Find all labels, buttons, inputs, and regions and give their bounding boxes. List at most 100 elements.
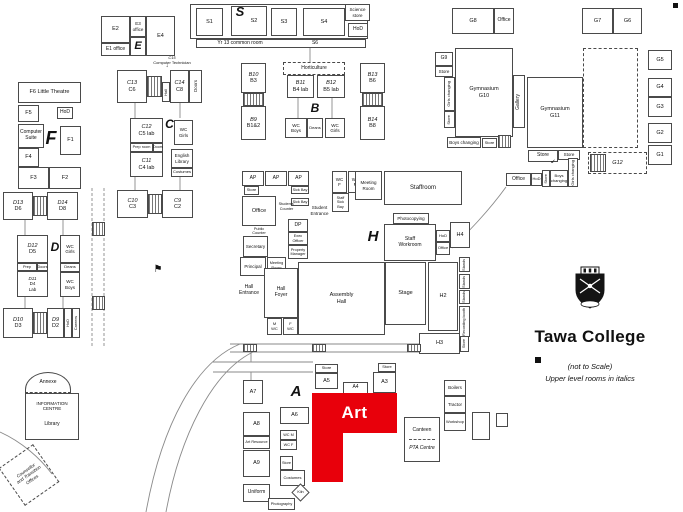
room-store-admin: Store [244, 186, 259, 195]
stairs-d13 [33, 196, 47, 216]
room-a9: A9 [243, 450, 270, 477]
room-deans-d: Deans [60, 263, 80, 272]
college-title: Tawa College [534, 327, 646, 346]
label-library: Library [44, 421, 60, 428]
room-hod-d: HoD [64, 308, 72, 338]
art-highlight-label: Art [341, 403, 368, 422]
room-g4: G4 [648, 78, 672, 97]
room-a6: A6 [280, 407, 309, 424]
room-stands-3: Stands [459, 290, 470, 304]
block-letter-b: B [310, 101, 320, 116]
stairs-g12 [590, 154, 606, 172]
room-stands-1: Stands [459, 257, 470, 272]
room-a8: A8 [243, 412, 270, 436]
room-g7: G7 [582, 8, 613, 34]
room-a7: A7 [243, 380, 263, 404]
room-costumes-a: Costumes [280, 470, 305, 486]
room-store-a5: Store [315, 364, 338, 373]
room-doors-d: Doors [37, 263, 48, 271]
room-store-g10: Store [444, 111, 455, 128]
room-g3: G3 [648, 97, 672, 117]
label-s6: S6 [311, 39, 319, 46]
room-stands-2: Stands [459, 274, 470, 289]
room-store-a: Store [280, 456, 293, 470]
room-workshop: Workshop [444, 413, 466, 431]
art-highlight[interactable]: Art [312, 393, 397, 433]
room-e4: E4 [146, 16, 175, 56]
room-s3: S3 [271, 8, 297, 36]
stairs-c10 [148, 194, 162, 214]
block-letter-c: C [165, 116, 174, 131]
room-a5: A5 [315, 373, 338, 389]
room-g8-office: Office [494, 8, 514, 34]
room-horticulture: Horticulture [283, 62, 345, 75]
g-dashed-area [583, 48, 638, 148]
room-g2: G2 [648, 123, 672, 143]
room-principal: Principal [240, 257, 266, 276]
room-wc-f-a: WC F [280, 440, 297, 450]
room-f1: F1 [60, 126, 81, 155]
stairs-d10 [33, 312, 47, 334]
outbuilding-2 [496, 413, 508, 427]
room-uniform: Uniform [243, 484, 270, 502]
room-f5: F5 [18, 105, 39, 122]
canteen-divider [409, 439, 435, 440]
room-ap-3: AP [288, 171, 309, 186]
label-yr13-common-room: Yr 13 common room [217, 39, 263, 46]
room-s-hod: HoD [348, 23, 368, 37]
room-store-h3: Store [460, 335, 469, 352]
room-ap-2: AP [265, 171, 287, 186]
block-letter-f: F [45, 127, 57, 148]
room-f6-little-theatre: F6 Little Theatre [18, 82, 81, 103]
marker-2 [535, 357, 541, 363]
room-hod-h: HoD [436, 230, 450, 242]
room-office-admin: Office [242, 196, 276, 226]
room-ap-1: AP [242, 171, 264, 186]
art-highlight-extension[interactable] [312, 433, 343, 482]
room-deans-b: Deans [307, 118, 323, 138]
room-photocopying: Photocopying [393, 213, 429, 224]
path-steps-3 [407, 344, 421, 352]
note-not-to-scale: (not to Scale) [567, 362, 613, 371]
flagpole-icon: ⚑ [153, 264, 163, 276]
room-g1: G1 [648, 145, 672, 165]
room-s2 [231, 6, 267, 36]
room-prep-room-c: Prep room [130, 143, 153, 152]
room-doors-c: Doors [153, 143, 163, 152]
room-store-a3: Store [378, 363, 396, 372]
room-g9-store: Store [435, 66, 453, 77]
room-boys-changing-g10: Boys changing [447, 137, 481, 148]
room-hall-v: Hall [162, 82, 170, 102]
block-letter-h: H [367, 228, 379, 246]
block-letter-d: D [50, 240, 60, 255]
room-girls-changing-g10: Girls changing [444, 77, 455, 111]
c15-arrow: ↓ [165, 63, 169, 70]
stairs-b10 [243, 93, 264, 106]
